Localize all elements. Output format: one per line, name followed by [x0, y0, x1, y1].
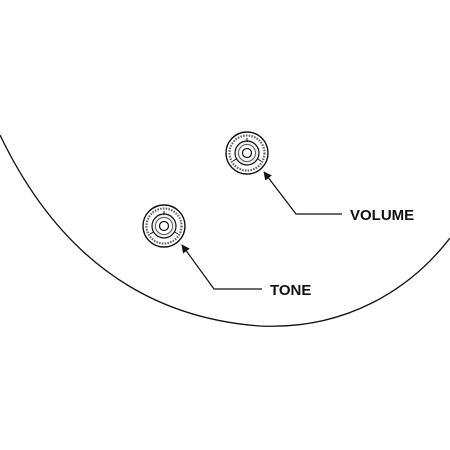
guitar-body-outline [0, 134, 450, 327]
tone-leader-line [181, 244, 262, 290]
tone-label: TONE [270, 282, 311, 299]
volume-leader-line [263, 171, 342, 215]
tone-knob [142, 204, 186, 248]
volume-knob [225, 131, 269, 175]
knob-icon [142, 204, 186, 248]
volume-label: VOLUME [350, 207, 414, 224]
knob-icon [225, 131, 269, 175]
